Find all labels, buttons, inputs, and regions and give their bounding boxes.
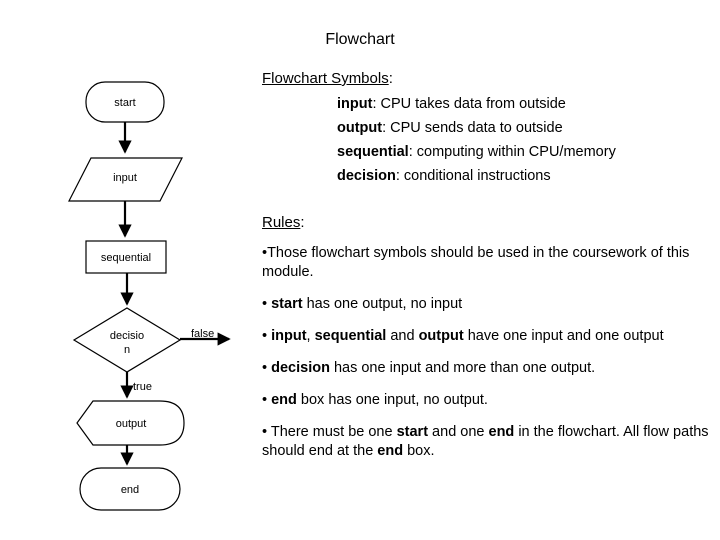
- symbol-sep: :: [382, 120, 391, 136]
- node-sequential[interactable]: sequential: [85, 240, 167, 274]
- rule-term: end: [271, 392, 297, 408]
- rule-text: box has one input, no output.: [296, 392, 488, 408]
- node-end-label: end: [121, 484, 139, 496]
- node-output-label: output: [116, 418, 147, 430]
- list-item: sequential: computing within CPU/memory: [337, 140, 714, 164]
- page-title: Flowchart: [325, 31, 395, 48]
- rule-text: and one: [428, 424, 489, 440]
- flowchart-diagram: start input sequential decisio n: [68, 81, 231, 511]
- symbol-desc-decision: conditional instructions: [403, 168, 551, 184]
- rule-term: end: [488, 424, 515, 440]
- node-start[interactable]: start: [85, 81, 165, 123]
- symbols-section: Flowchart Symbols: input: CPU takes data…: [262, 68, 714, 188]
- symbol-term-sequential: sequential: [337, 144, 409, 160]
- bullet-glyph: •: [262, 360, 268, 376]
- list-item: decision: conditional instructions: [337, 164, 714, 188]
- rule-text: There must be one: [267, 424, 397, 440]
- rule-text: and: [386, 328, 419, 344]
- rule-text: has one output, no input: [302, 296, 463, 312]
- rule-text: ,: [306, 328, 315, 344]
- symbols-heading-colon: :: [388, 70, 393, 87]
- rules-heading-text: Rules: [262, 214, 301, 231]
- symbol-sep: :: [372, 96, 381, 112]
- node-decision-label-line2: n: [124, 344, 130, 356]
- symbol-term-output: output: [337, 120, 383, 136]
- rule-term: input: [271, 328, 307, 344]
- node-start-label: start: [114, 97, 135, 109]
- edge-decision-true: true: [120, 372, 152, 399]
- rule-term: output: [418, 328, 464, 344]
- symbols-heading-text: Flowchart Symbols: [262, 70, 389, 87]
- node-decision-label-line1: decisio: [110, 330, 144, 342]
- bullet-glyph: •: [262, 424, 268, 440]
- rule-text: has one input and more than one output.: [329, 360, 596, 376]
- symbol-term-input: input: [337, 96, 373, 112]
- rule-term: start: [396, 424, 429, 440]
- node-input-label: input: [113, 172, 137, 184]
- node-end[interactable]: end: [79, 467, 181, 511]
- rule-term: start: [271, 296, 303, 312]
- node-input[interactable]: input: [68, 157, 183, 202]
- rule-item: • input, sequential and output have one …: [262, 327, 714, 346]
- rule-item: • decision has one input and more than o…: [262, 359, 714, 378]
- symbols-heading: Flowchart Symbols:: [262, 68, 714, 90]
- rule-item: • end box has one input, no output.: [262, 391, 714, 410]
- bullet-glyph: •: [262, 392, 268, 408]
- symbol-sep: :: [395, 168, 404, 184]
- list-item: output: CPU sends data to outside: [337, 116, 714, 140]
- symbol-term-decision: decision: [337, 168, 396, 184]
- edge-label-false: false: [191, 328, 214, 340]
- rules-list: •Those flowchart symbols should be used …: [262, 244, 714, 474]
- rule-text: have one input and one output: [463, 328, 664, 344]
- rule-item: • start has one output, no input: [262, 295, 714, 314]
- symbol-definition-list: input: CPU takes data from outside outpu…: [262, 92, 714, 188]
- rule-text: in the flowchart. All flow paths should …: [262, 424, 709, 459]
- symbol-desc-output: CPU sends data to outside: [390, 120, 563, 136]
- node-decision[interactable]: decisio n: [72, 307, 182, 373]
- symbol-desc-sequential: computing within CPU/memory: [416, 144, 616, 160]
- rule-item: • There must be one start and one end in…: [262, 423, 714, 461]
- rule-text: box.: [403, 443, 435, 459]
- rule-term: end: [377, 443, 404, 459]
- bullet-glyph: •: [262, 328, 268, 344]
- rule-text: Those flowchart symbols should be used i…: [262, 245, 690, 280]
- rule-item: •Those flowchart symbols should be used …: [262, 244, 714, 282]
- edge-label-true: true: [133, 381, 152, 393]
- bullet-glyph: •: [262, 296, 268, 312]
- symbol-desc-input: CPU takes data from outside: [380, 96, 566, 112]
- node-sequential-label: sequential: [101, 252, 151, 264]
- rules-heading-colon: :: [300, 214, 305, 231]
- edge-decision-false: false: [180, 328, 231, 346]
- rules-heading: Rules:: [262, 212, 305, 234]
- rule-term: sequential: [314, 328, 387, 344]
- bullet-glyph: •: [262, 245, 268, 261]
- node-output[interactable]: output: [76, 400, 185, 446]
- rule-term: decision: [271, 360, 330, 376]
- symbol-sep: :: [408, 144, 417, 160]
- list-item: input: CPU takes data from outside: [337, 92, 714, 116]
